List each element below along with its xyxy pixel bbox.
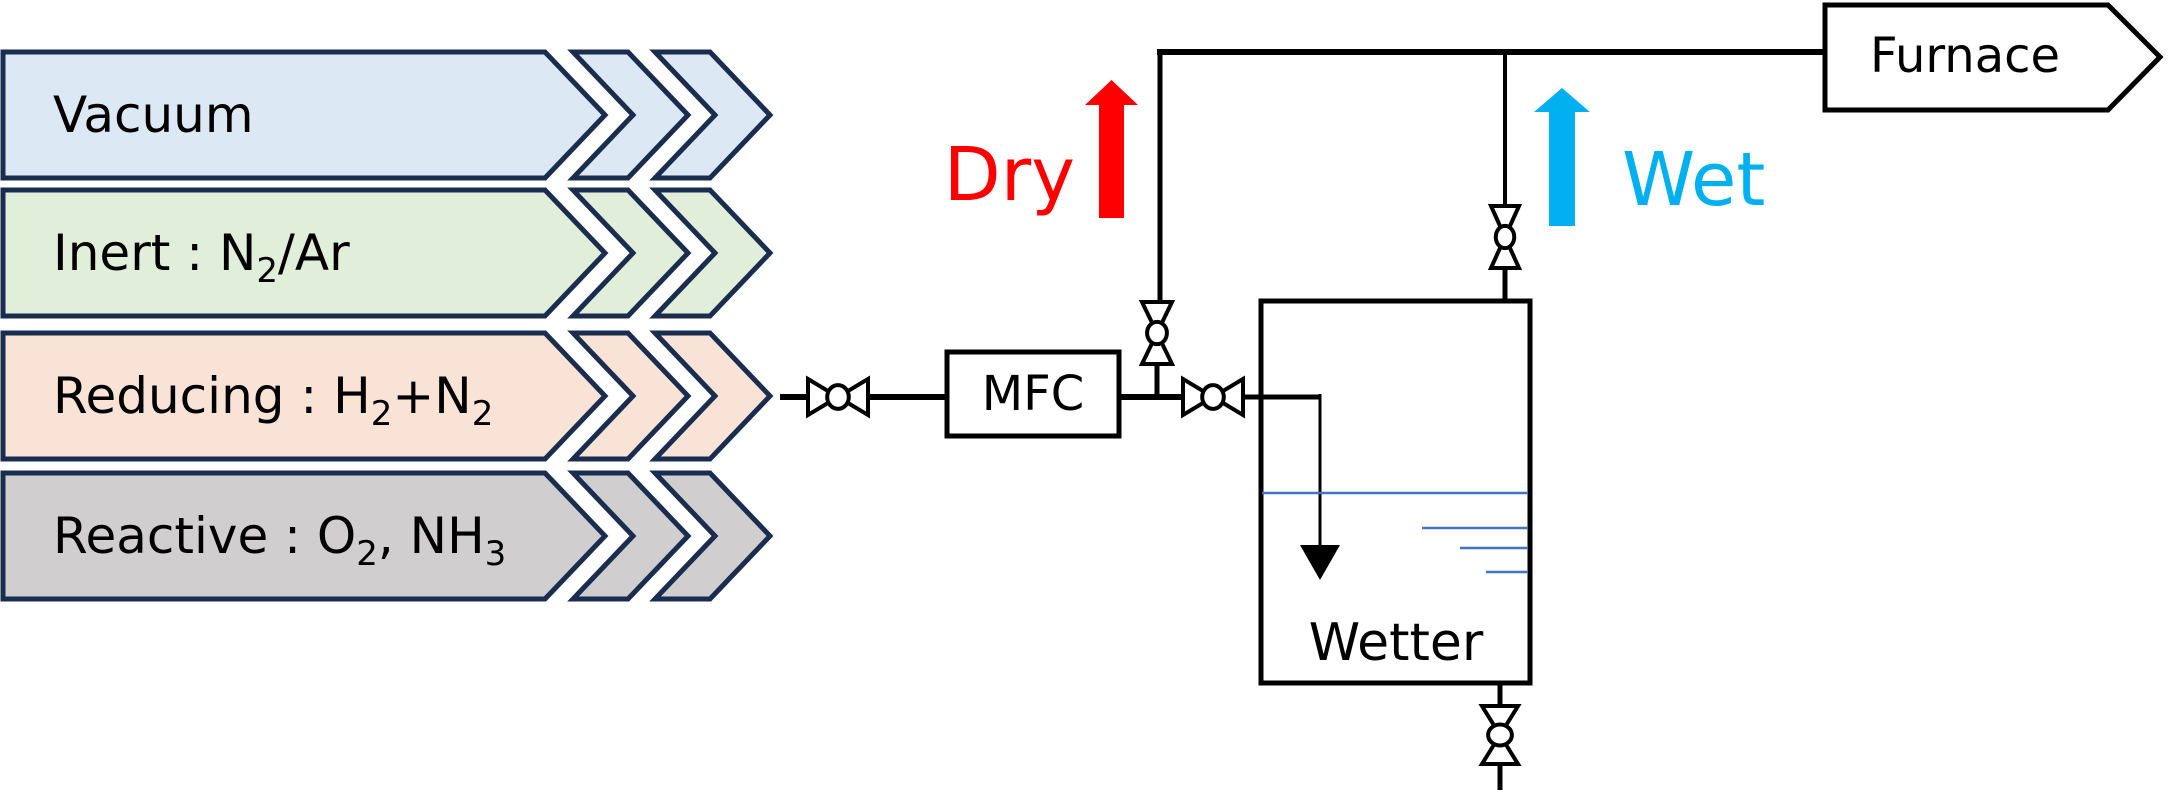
gas-source-label: Inert : N2​/Ar <box>53 224 350 291</box>
valve-icon[interactable] <box>1181 375 1245 419</box>
gas-source-box <box>0 470 609 602</box>
gas-source-inert[interactable]: Inert : N2​/Ar <box>0 187 774 319</box>
chevron-right-icon <box>567 470 692 602</box>
gas-source-label: Reducing : H2​+N2​ <box>53 367 493 434</box>
dry-up-arrow-icon <box>1085 80 1138 218</box>
mfc-label: MFC <box>982 366 1085 422</box>
gas-source-reducing[interactable]: Reducing : H2​+N2​ <box>0 330 774 462</box>
flow-down-arrow-icon <box>1300 545 1340 580</box>
wet-up-arrow-icon <box>1534 88 1590 226</box>
furnace-block[interactable]: Furnace <box>1822 2 2164 113</box>
gas-source-box <box>0 330 609 462</box>
gas-source-box <box>0 187 609 319</box>
furnace-label: Furnace <box>1870 28 2060 84</box>
valves <box>806 204 1523 766</box>
chevron-right-icon <box>649 470 774 602</box>
gas-source-box <box>0 49 609 181</box>
mfc-box[interactable]: MFC <box>944 349 1122 439</box>
valve-icon[interactable] <box>1138 300 1176 366</box>
chevron-right-icon <box>649 187 774 319</box>
chevron-right-icon <box>567 187 692 319</box>
dry-flow-indicator: Dry <box>944 80 1138 218</box>
chevron-right-icon <box>649 49 774 181</box>
chevron-right-icon <box>567 330 692 462</box>
dry-label: Dry <box>944 132 1075 218</box>
gas-source-label: Reactive : O2​, NH3​ <box>53 507 506 574</box>
chevron-right-icon <box>567 49 692 181</box>
wetter-label: Wetter <box>1309 613 1484 673</box>
valve-icon[interactable] <box>1478 704 1522 766</box>
wet-label: Wet <box>1622 137 1765 223</box>
valve-icon[interactable] <box>1487 204 1523 270</box>
gas-source-label: Vacuum <box>53 86 254 144</box>
chevron-right-icon <box>649 330 774 462</box>
wet-flow-indicator: Wet <box>1534 88 1765 226</box>
wetter-vessel[interactable]: Wetter <box>1258 298 1533 686</box>
valve-icon[interactable] <box>806 375 870 419</box>
gas-source-reactive[interactable]: Reactive : O2​, NH3​ <box>0 470 774 602</box>
gas-source-vacuum[interactable]: Vacuum <box>0 49 774 181</box>
